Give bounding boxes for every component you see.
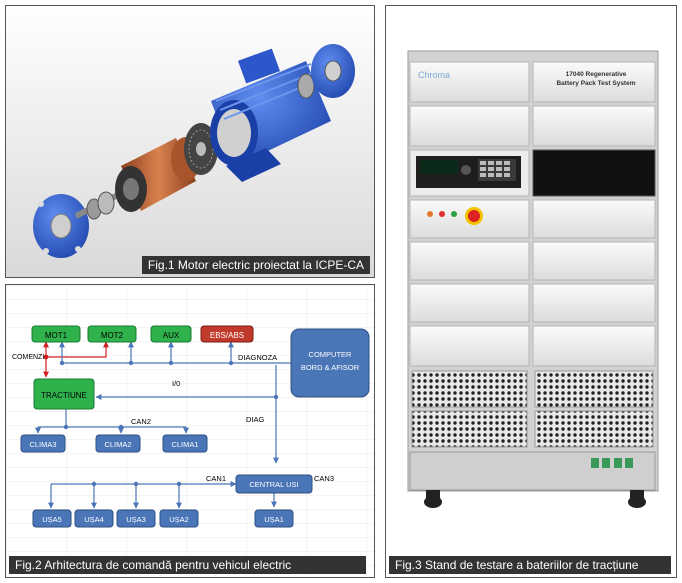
figure-architecture-panel: MOT1 MOT2 AUX EBS/ABS COMPUTER BORD & AF… bbox=[5, 284, 375, 578]
motor-exploded-illustration bbox=[6, 6, 374, 277]
svg-text:EBS/ABS: EBS/ABS bbox=[210, 331, 244, 340]
svg-text:AUX: AUX bbox=[163, 331, 180, 340]
svg-text:MOT2: MOT2 bbox=[101, 331, 124, 340]
box-ebs-abs: EBS/ABS bbox=[200, 325, 254, 343]
emergency-stop-icon bbox=[465, 207, 483, 225]
box-clima2: CLIMA2 bbox=[95, 434, 141, 453]
label-can1: CAN1 bbox=[206, 474, 226, 483]
box-usa1: UȘA1 bbox=[254, 509, 294, 528]
box-mot1: MOT1 bbox=[31, 325, 81, 343]
label-comenzi: COMENZI bbox=[12, 354, 44, 361]
svg-text:CENTRAL USI: CENTRAL USI bbox=[249, 480, 298, 489]
box-central-usi: CENTRAL USI bbox=[235, 474, 313, 494]
svg-text:MOT1: MOT1 bbox=[45, 331, 68, 340]
label-diag: DIAG bbox=[246, 415, 265, 424]
svg-text:UȘA2: UȘA2 bbox=[169, 515, 189, 524]
label-io: I/0 bbox=[172, 379, 180, 388]
vent-grilles bbox=[411, 370, 654, 448]
figure-3-caption: Fig.3 Stand de testare a bateriilor de t… bbox=[389, 556, 671, 574]
svg-text:UȘA3: UȘA3 bbox=[126, 515, 146, 524]
diagram-connections bbox=[35, 341, 297, 509]
box-clima1: CLIMA1 bbox=[162, 434, 208, 453]
fan-disc bbox=[184, 123, 218, 175]
model-title-line1: 17040 Regenerative bbox=[566, 71, 627, 78]
svg-text:CLIMA2: CLIMA2 bbox=[104, 440, 131, 449]
status-indicator-lights bbox=[427, 211, 457, 217]
cabinet-wheels bbox=[424, 490, 646, 508]
svg-text:CLIMA3: CLIMA3 bbox=[29, 440, 56, 449]
battery-test-cabinet-illustration: Chroma 17040 Regenerative Battery Pack T… bbox=[386, 6, 676, 577]
figure-1-caption: Fig.1 Motor electric proiectat la ICPE-C… bbox=[141, 256, 370, 274]
label-can3: CAN3 bbox=[314, 474, 334, 483]
model-title-line2: Battery Pack Test System bbox=[556, 80, 635, 87]
box-clima3: CLIMA3 bbox=[20, 434, 66, 453]
output-terminals bbox=[591, 458, 633, 468]
figure-motor-panel: Fig.1 Motor electric proiectat la ICPE-C… bbox=[5, 5, 375, 278]
rotor bbox=[115, 137, 201, 212]
svg-text:COMPUTER: COMPUTER bbox=[309, 350, 353, 359]
chroma-brand-logo: Chroma bbox=[418, 70, 450, 80]
svg-text:UȘA5: UȘA5 bbox=[42, 515, 62, 524]
box-usa5: UȘA5 bbox=[32, 509, 72, 528]
label-diagnoza: DIAGNOZA bbox=[238, 353, 277, 362]
control-display-unit bbox=[416, 156, 521, 188]
svg-text:UȘA1: UȘA1 bbox=[264, 515, 284, 524]
box-aux: AUX bbox=[150, 325, 192, 343]
svg-text:CLIMA1: CLIMA1 bbox=[171, 440, 198, 449]
svg-text:UȘA4: UȘA4 bbox=[84, 515, 104, 524]
figure-test-stand-panel: Chroma 17040 Regenerative Battery Pack T… bbox=[385, 5, 677, 578]
box-tractiune: TRACTIUNE bbox=[33, 378, 95, 410]
svg-text:TRACTIUNE: TRACTIUNE bbox=[41, 391, 87, 400]
label-can2: CAN2 bbox=[131, 417, 151, 426]
left-end-cap bbox=[33, 194, 89, 258]
box-usa3: UȘA3 bbox=[116, 509, 156, 528]
box-usa4: UȘA4 bbox=[74, 509, 114, 528]
box-mot2: MOT2 bbox=[87, 325, 137, 343]
box-computer: COMPUTER BORD & AFISOR bbox=[290, 328, 370, 398]
box-usa2: UȘA2 bbox=[159, 509, 199, 528]
junction-dots bbox=[43, 354, 279, 487]
architecture-diagram: MOT1 MOT2 AUX EBS/ABS COMPUTER BORD & AF… bbox=[6, 285, 374, 577]
figure-2-caption: Fig.2 Arhitectura de comandă pentru vehi… bbox=[9, 556, 366, 574]
svg-text:BORD & AFISOR: BORD & AFISOR bbox=[301, 363, 360, 372]
right-end-cap bbox=[297, 44, 355, 99]
